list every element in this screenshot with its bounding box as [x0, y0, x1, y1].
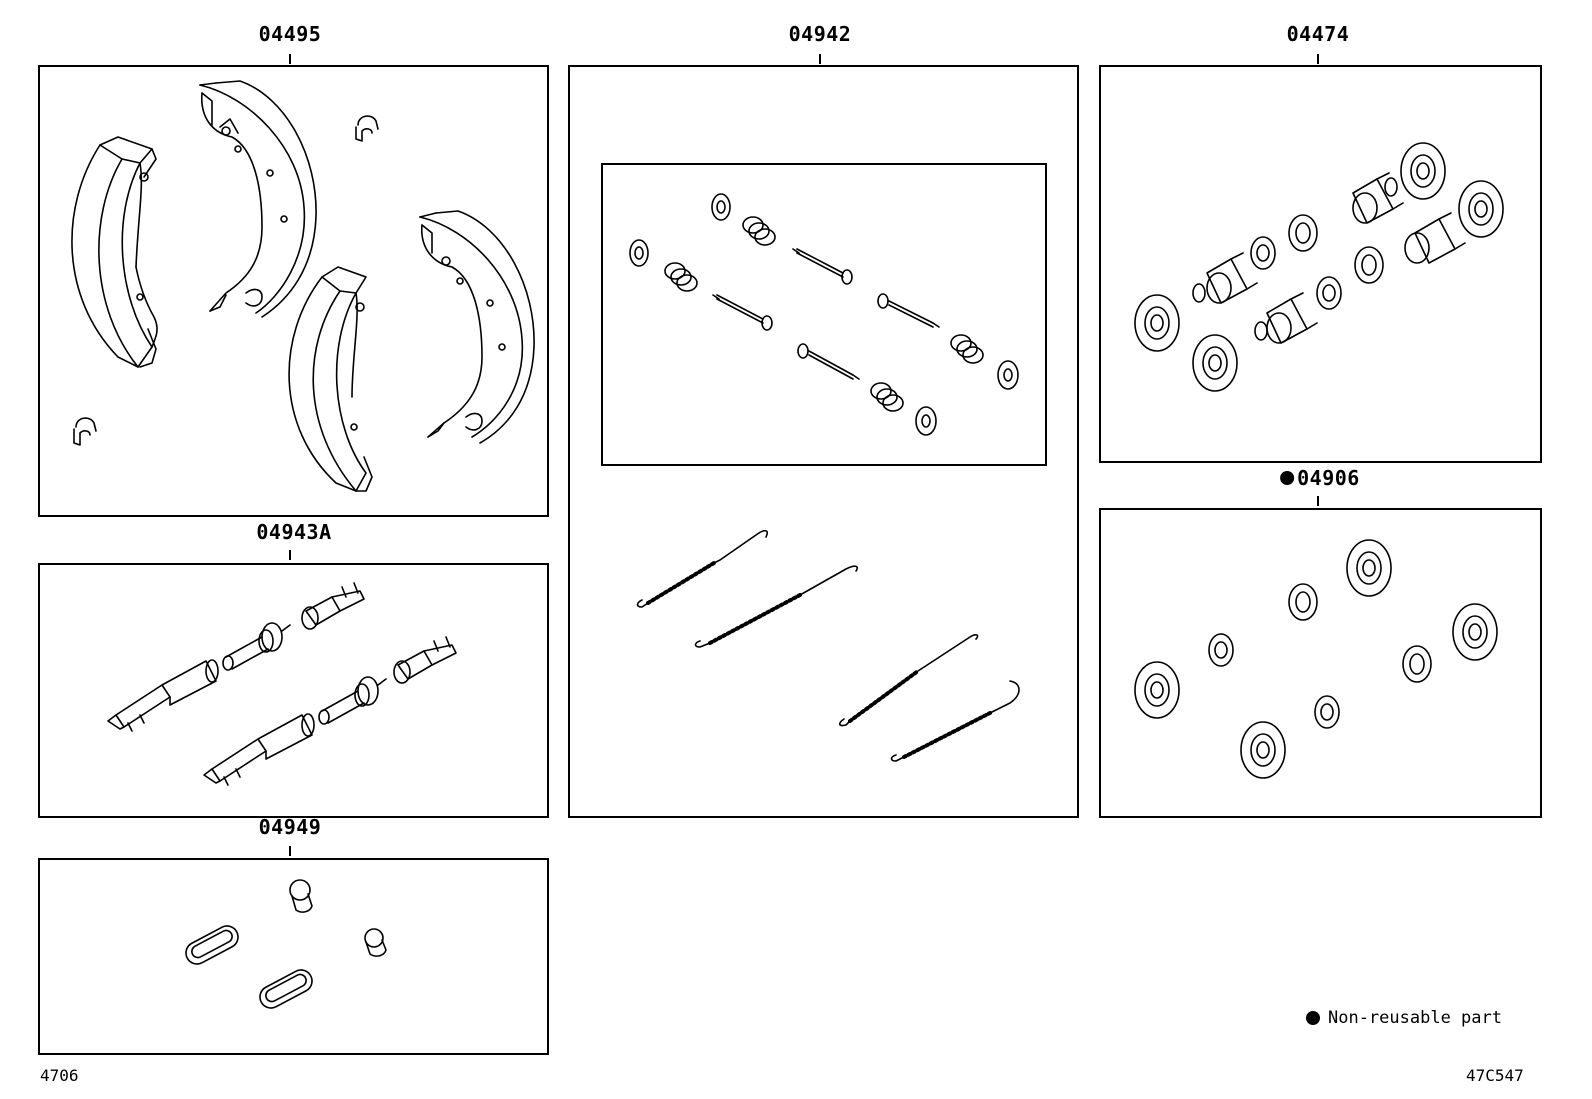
brake-shoe-icon [200, 81, 316, 317]
adjuster-assembly-icon [204, 637, 456, 785]
dust-boot-icon [1135, 295, 1179, 351]
piston-icon [1353, 173, 1403, 223]
hold-down-pin-icon [878, 294, 939, 327]
cylinder-cup-icon [1289, 215, 1317, 251]
dust-boot-icon [1459, 181, 1503, 237]
legend: Non-reusable part [1306, 1008, 1502, 1028]
hold-down-spring-icon [665, 263, 697, 291]
diagram-code-right: 47C547 [1466, 1066, 1524, 1085]
kit-box-04949 [38, 858, 549, 1055]
oval-plug-icon [182, 922, 242, 968]
brake-shoe-icon [420, 211, 534, 443]
piston-icon [1405, 213, 1465, 263]
washer-icon [998, 361, 1018, 389]
kit-label-04942: 04942 [788, 22, 852, 46]
leader-tick [1317, 496, 1319, 506]
plug-icon [290, 880, 312, 912]
hold-down-pin-icon [713, 295, 772, 330]
leader-tick [819, 54, 821, 64]
return-spring-icon [638, 531, 768, 607]
brake-shoe-icon [289, 267, 372, 491]
leader-tick [289, 550, 291, 560]
cylinder-cup-icon [1251, 237, 1275, 269]
filled-circle-icon [1306, 1011, 1320, 1025]
return-spring-icon [696, 566, 858, 647]
washer-icon [712, 194, 730, 220]
diagram-code-left: 4706 [40, 1066, 79, 1085]
dust-boot-icon [1347, 540, 1391, 596]
cylinder-cup-icon [1289, 584, 1317, 620]
clip-icon [74, 418, 96, 445]
dust-boot-icon [1135, 662, 1179, 718]
leader-tick [289, 54, 291, 64]
cylinder-cup-icon [1317, 277, 1341, 309]
non-reusable-marker-icon [1280, 470, 1295, 485]
cylinder-cup-icon [1403, 646, 1431, 682]
brake-shoe-icon [72, 137, 157, 367]
washer-icon [630, 240, 648, 266]
clip-icon [356, 116, 378, 141]
leader-tick [289, 846, 291, 856]
cylinder-cup-icon [1315, 696, 1339, 728]
kit-box-04495 [38, 65, 549, 517]
dust-boot-icon [1453, 604, 1497, 660]
kit-box-04943A [38, 563, 549, 818]
hold-down-pin-icon [793, 249, 852, 284]
adjuster-assembly-icon [108, 583, 364, 731]
kit-label-04906: 04906 [1280, 466, 1360, 490]
kit-label-04943A: 04943A [256, 520, 332, 544]
legend-text: Non-reusable part [1328, 1008, 1502, 1028]
hold-down-spring-icon [951, 335, 983, 363]
oval-plug-icon [256, 966, 316, 1012]
plug-icon [365, 929, 386, 956]
kit-label-04474: 04474 [1286, 22, 1350, 46]
cylinder-cup-icon [1355, 247, 1383, 283]
washer-icon [916, 407, 936, 435]
kit-box-04474 [1099, 65, 1542, 463]
kit-label-04949: 04949 [258, 815, 322, 839]
kit-box-04906 [1099, 508, 1542, 818]
return-spring-icon [840, 635, 978, 726]
leader-tick [1317, 54, 1319, 64]
kit-box-04941 [601, 163, 1047, 466]
dust-boot-icon [1193, 335, 1237, 391]
hold-down-spring-icon [871, 383, 903, 411]
kit-code-04906: 04906 [1297, 466, 1360, 490]
dust-boot-icon [1241, 722, 1285, 778]
piston-icon [1255, 293, 1317, 343]
return-spring-icon [892, 681, 1020, 761]
piston-icon [1193, 253, 1257, 303]
hold-down-spring-icon [743, 217, 775, 245]
dust-boot-icon [1401, 143, 1445, 199]
cylinder-cup-icon [1209, 634, 1233, 666]
hold-down-pin-icon [798, 344, 859, 379]
kit-label-04495: 04495 [258, 22, 322, 46]
